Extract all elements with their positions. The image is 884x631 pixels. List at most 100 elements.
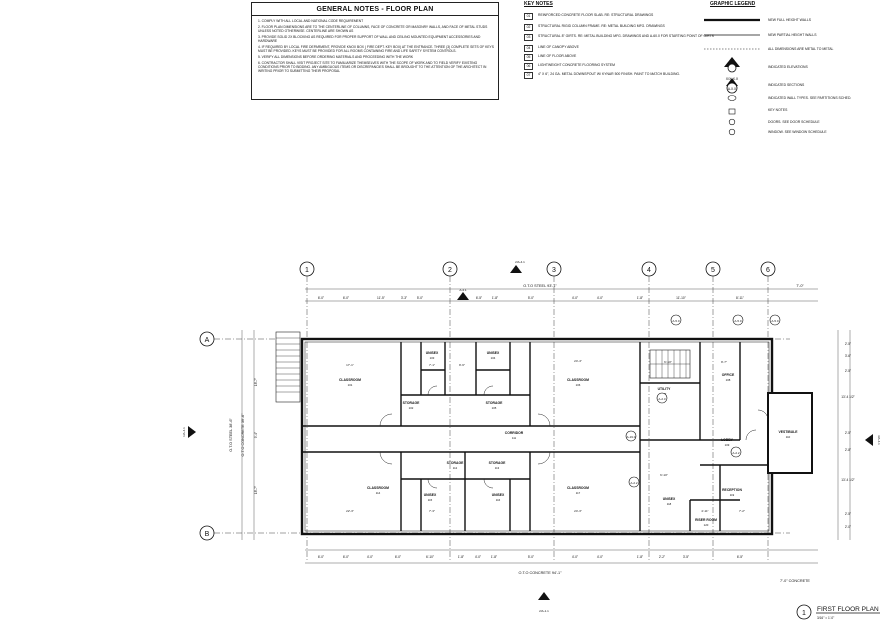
- section-marker: [625, 430, 637, 442]
- section-circle: [726, 82, 738, 94]
- key-note-text: STRUCTURAL 8" GIRTS. RE: METAL BUILDING …: [538, 34, 714, 38]
- dim-bottom: 1'-8": [458, 555, 464, 559]
- dim-right: 13'-4 1/2": [841, 395, 854, 399]
- section-label: A-5.0: [734, 319, 742, 323]
- grid-label: B: [205, 531, 210, 538]
- key-note-code: 03: [524, 34, 533, 41]
- room-dim: 7'-1": [429, 363, 435, 367]
- general-note: 1. COMPLY WITH ALL LOCAL AND NATIONAL CO…: [258, 19, 364, 23]
- room-number: 106: [576, 383, 581, 387]
- general-note: 6. CONTRACTOR SHALL VISIT PROJECT SITE T…: [258, 60, 487, 73]
- room-dim: 17'-1": [346, 363, 354, 367]
- key-note-code: 07: [524, 72, 533, 79]
- dim-left: 9'-4": [254, 432, 258, 438]
- room-name: RECEPTION: [722, 488, 742, 492]
- graphic-legend-title: GRAPHIC LEGEND: [710, 1, 756, 7]
- section-marker-left: [188, 426, 196, 438]
- room-number: 111: [512, 436, 517, 440]
- dim-top: 3'-3": [401, 296, 407, 300]
- exterior-walls: [300, 337, 813, 536]
- graphic-legend-symbols: X/X-X.X A-X.X: [704, 18, 760, 136]
- room-name: UNISEX: [492, 493, 505, 497]
- dim-top: 11'-5": [377, 296, 385, 300]
- room-number: 104: [491, 356, 496, 360]
- room-number: 116: [496, 498, 501, 502]
- exterior-stair: [275, 331, 301, 403]
- dim-top: 11'-10": [676, 296, 686, 300]
- grid-label: 4: [647, 267, 651, 274]
- section-marker: [730, 446, 742, 458]
- grid-label: 5: [711, 267, 715, 274]
- general-note: 4. IF REQUIRED BY LOCAL FIRE DEPARMENT, …: [258, 44, 494, 53]
- key-note-text: 4" x 6", 24 GA. METAL DOWNSPOUT W/ KYNAR…: [538, 72, 681, 76]
- section-marker: [670, 314, 682, 326]
- dim-right: 2'-0": [845, 525, 851, 529]
- dim-right: 3'-6": [845, 354, 851, 358]
- key-note-text: REINFORCED CONCRETE FLOOR SLAB. RE: STRU…: [538, 13, 654, 17]
- room-name: CORRIDOR: [505, 431, 524, 435]
- dim-bottom: 4'-0": [572, 555, 578, 559]
- room-name: RISER ROOM: [695, 518, 717, 522]
- legend-item: INDICATED SECTIONS: [768, 83, 805, 87]
- grid-bubble-5: [705, 261, 721, 277]
- legend-item: DOORS. SEE DOOR SCHEDULE: [768, 120, 820, 124]
- dim-bottom: 1'-8": [491, 555, 497, 559]
- dim-right: 2'-5": [845, 512, 851, 516]
- grid-bubble-a: [199, 331, 215, 347]
- grid-label: 2: [448, 267, 452, 274]
- room-number: 105: [492, 406, 497, 410]
- room-dim: 9'-6": [459, 363, 465, 367]
- grid-label: 3: [552, 267, 556, 274]
- section-label: A-19.0: [627, 435, 636, 439]
- dim-right: 2'-5": [845, 342, 851, 346]
- key-note-text: STRUCTURAL RIGID COLUMN FRAME. RE: METAL…: [538, 24, 665, 28]
- legend-item: NEW FULL HEIGHT WALLS: [768, 18, 812, 22]
- dim-right: 2'-5": [845, 369, 851, 373]
- dim-right: 2'-8": [845, 448, 851, 452]
- room-dim: 9'-7": [721, 360, 727, 364]
- section-marker-bottom: [538, 592, 550, 600]
- door-symbol: [728, 118, 736, 126]
- legend-item: NEW PARTIAL HEIGHT WALLS: [768, 33, 817, 37]
- room-dim: 7'-3": [429, 509, 435, 513]
- room-number: 102: [409, 406, 414, 410]
- window-symbol: [728, 128, 736, 136]
- general-note: 5. VERIFY ALL DIMENSIONS BEFORE ORDERING…: [258, 54, 414, 59]
- room-number: 115: [428, 498, 433, 502]
- key-note-symbol: [728, 108, 736, 115]
- legend-item: INDICATED ELEVATIONS: [768, 65, 808, 69]
- legend-item: WINDOW. SEE WINDOW SCHEDULE: [768, 130, 827, 134]
- dim-top-right: 7'-0": [796, 284, 804, 288]
- grid-bubble-1: [299, 261, 315, 277]
- section-markers: [457, 265, 781, 488]
- dim-top: 5'-0": [417, 296, 423, 300]
- section-marker: [732, 314, 744, 326]
- room-number: 119: [730, 493, 735, 497]
- dim-right: 13'-4 1/2": [841, 478, 854, 482]
- general-notes-box: GENERAL NOTES - FLOOR PLAN 1. COMPLY WIT…: [251, 2, 499, 100]
- dim-bottom: 4'-0": [475, 555, 481, 559]
- dim-left: 18'-7": [254, 486, 258, 494]
- interior-walls: [302, 342, 768, 531]
- dimension-strings: [241, 288, 851, 564]
- room-name: STORAGE: [489, 461, 506, 465]
- dim-top: 4'-0": [572, 296, 578, 300]
- room-name: VESTIBULE: [778, 430, 798, 434]
- grid-bubble-6: [760, 261, 776, 277]
- dim-left: 18'-7": [254, 378, 258, 386]
- section-label: 2/A-4.1: [515, 260, 525, 264]
- key-note-text: LINE OF FLOOR ABOVE: [538, 54, 577, 58]
- wall-type-symbol: [727, 95, 737, 101]
- dim-bottom: 6'-10": [426, 555, 434, 559]
- section-label: 2/A-1.1: [539, 609, 549, 613]
- drawing-title: FIRST FLOOR PLAN: [817, 606, 879, 613]
- room-number: 109: [725, 443, 730, 447]
- grid-bubble-3: [546, 261, 562, 277]
- dim-bottom: 4'-0": [367, 555, 373, 559]
- dim-bottom-overall: O.T.O CONCRETE 94'-1": [518, 571, 562, 575]
- section-marker-right: [865, 434, 873, 446]
- section-marker: [457, 292, 469, 300]
- building-outline: [300, 337, 774, 536]
- general-notes-title: GENERAL NOTES - FLOOR PLAN: [252, 3, 498, 16]
